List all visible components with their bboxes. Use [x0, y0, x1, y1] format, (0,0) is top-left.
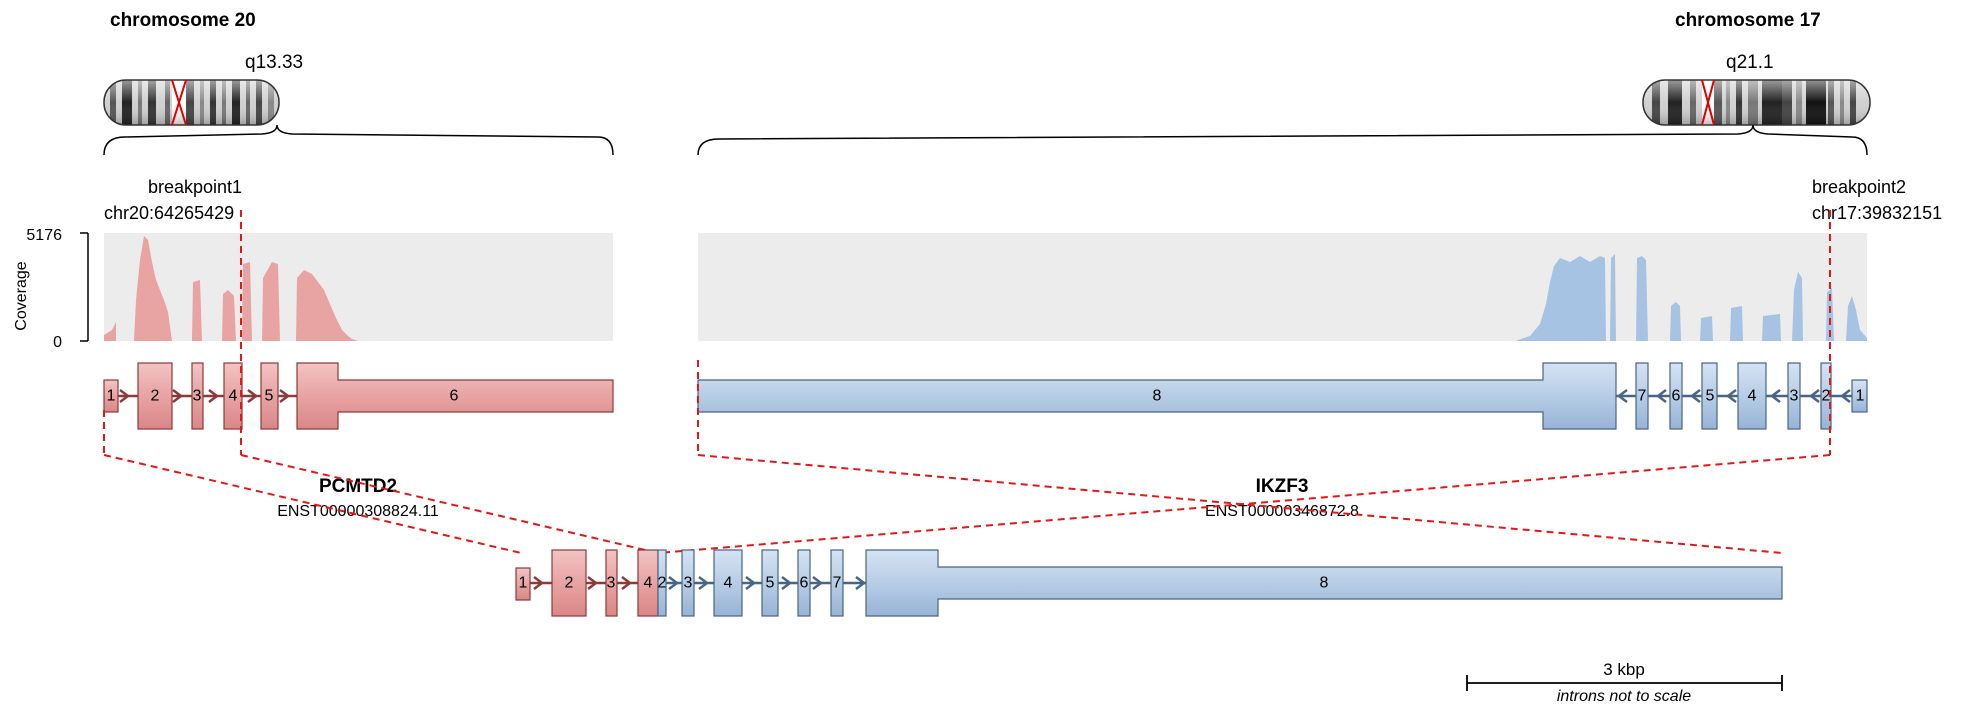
- left-chromosome-ideogram: [103, 79, 280, 126]
- projection-line-right-breakpoint: [657, 454, 1831, 554]
- fusion-exon-2: [551, 549, 587, 617]
- left-band-label: q13.33: [245, 52, 303, 73]
- right-exon-8: [697, 362, 1617, 430]
- fusion-ikzf3-exon-6-label: 6: [800, 575, 809, 592]
- right-zoom-brace: [697, 124, 1868, 156]
- right-exon-1-label: 1: [1856, 388, 1865, 405]
- coverage-axis: 5176 0 Coverage: [13, 227, 89, 351]
- left-chromosome-title: chromosome 20: [110, 10, 256, 31]
- fusion-ikzf3-exon-2-label: 2: [658, 575, 667, 592]
- breakpoint1-position: chr20:64265429: [104, 203, 234, 223]
- left-centromere: [171, 79, 187, 126]
- right-chromosome-ideogram: [1642, 79, 1871, 126]
- left-exon-6-label: 6: [450, 388, 459, 405]
- fusion-ikzf3-exon-8-label: 8: [1320, 575, 1329, 592]
- coverage-max-label: 5176: [26, 227, 62, 244]
- fusion-ikzf3-exon-8: [865, 549, 1783, 617]
- fusion-exon-4-label: 4: [644, 575, 653, 592]
- fusion-ikzf3-exon-3: [681, 549, 695, 617]
- fusion-ikzf3-exon-5: [761, 549, 779, 617]
- fusion-exon-3: [605, 549, 618, 617]
- right-band-label: q21.1: [1726, 52, 1774, 73]
- right-exon-3-label: 3: [1790, 388, 1799, 405]
- right-coverage-area: [1515, 254, 1867, 341]
- right-exon-5: [1701, 362, 1718, 430]
- right-transcript-id: ENST00000346872.8: [1205, 503, 1359, 520]
- fusion-ikzf3-exon-4: [713, 549, 743, 617]
- left-exon-5: [260, 362, 279, 430]
- left-zoom-brace: [103, 124, 614, 156]
- left-exon-1-label: 1: [107, 388, 116, 405]
- fusion-exon-1: [515, 567, 531, 601]
- fusion-ikzf3-exon-3-label: 3: [684, 575, 693, 592]
- right-exon-6-label: 6: [1672, 388, 1681, 405]
- left-exon-1: [103, 379, 119, 413]
- left-transcript-id: ENST00000308824.11: [277, 503, 439, 520]
- left-exon-3-label: 3: [193, 388, 202, 405]
- left-exon-2-label: 2: [151, 388, 160, 405]
- left-coverage-background: [104, 233, 613, 341]
- right-exon-7-label: 7: [1638, 388, 1647, 405]
- left-exon-2: [137, 362, 173, 430]
- left-gene-track: 1 2 3 4 5 6: [103, 362, 614, 430]
- fusion-exon-3-label: 3: [607, 575, 616, 592]
- right-exon-1: [1851, 379, 1868, 413]
- left-exon-4-label: 4: [229, 388, 238, 405]
- right-exon-6: [1669, 362, 1683, 430]
- scale-bar-label: 3 kbp: [1603, 660, 1645, 679]
- left-exon-3: [191, 362, 204, 430]
- fusion-ikzf3-exon-7: [830, 549, 844, 617]
- right-exon-4: [1737, 362, 1767, 430]
- right-centromere: [1701, 79, 1715, 126]
- right-gene-name: IKZF3: [1256, 476, 1309, 497]
- right-exon-2-label: 2: [1822, 388, 1831, 405]
- fusion-ikzf3-exon-2: [657, 549, 667, 617]
- left-exon-5-label: 5: [265, 388, 274, 405]
- right-gene-track: 8 7 6 5 4 3 2 1: [697, 362, 1868, 430]
- right-chromosome-title: chromosome 17: [1675, 10, 1821, 31]
- fusion-transcript: 1 2 3 4 2 3 4 5 6 7 8: [515, 549, 1783, 617]
- right-exon-7: [1635, 362, 1649, 430]
- fusion-ikzf3-exon-5-label: 5: [766, 575, 775, 592]
- right-exon-5-label: 5: [1706, 388, 1715, 405]
- coverage-axis-label: Coverage: [13, 261, 30, 330]
- breakpoint2-label: breakpoint2: [1812, 177, 1906, 197]
- scale-bar: 3 kbp introns not to scale: [1466, 660, 1783, 705]
- fusion-ikzf3-exon-7-label: 7: [833, 575, 842, 592]
- right-coverage-background: [698, 233, 1867, 341]
- left-exon-6: [296, 362, 614, 430]
- left-coverage-area: [104, 236, 358, 341]
- right-exon-8-label: 8: [1153, 388, 1162, 405]
- fusion-exon-1-label: 1: [519, 575, 528, 592]
- left-gene-name: PCMTD2: [319, 476, 397, 497]
- projection-line-right-end: [697, 454, 1783, 554]
- breakpoint1-label: breakpoint1: [148, 177, 242, 197]
- fusion-exon-2-label: 2: [565, 575, 574, 592]
- fusion-ikzf3-exon-6: [797, 549, 811, 617]
- breakpoint-lines: [103, 210, 1831, 554]
- fusion-ikzf3-exon-4-label: 4: [724, 575, 733, 592]
- right-exon-4-label: 4: [1748, 388, 1757, 405]
- breakpoint2-position: chr17:39832151: [1812, 203, 1942, 223]
- scale-bar-note: introns not to scale: [1557, 688, 1691, 705]
- right-exon-3: [1787, 362, 1801, 430]
- coverage-min-label: 0: [53, 334, 62, 351]
